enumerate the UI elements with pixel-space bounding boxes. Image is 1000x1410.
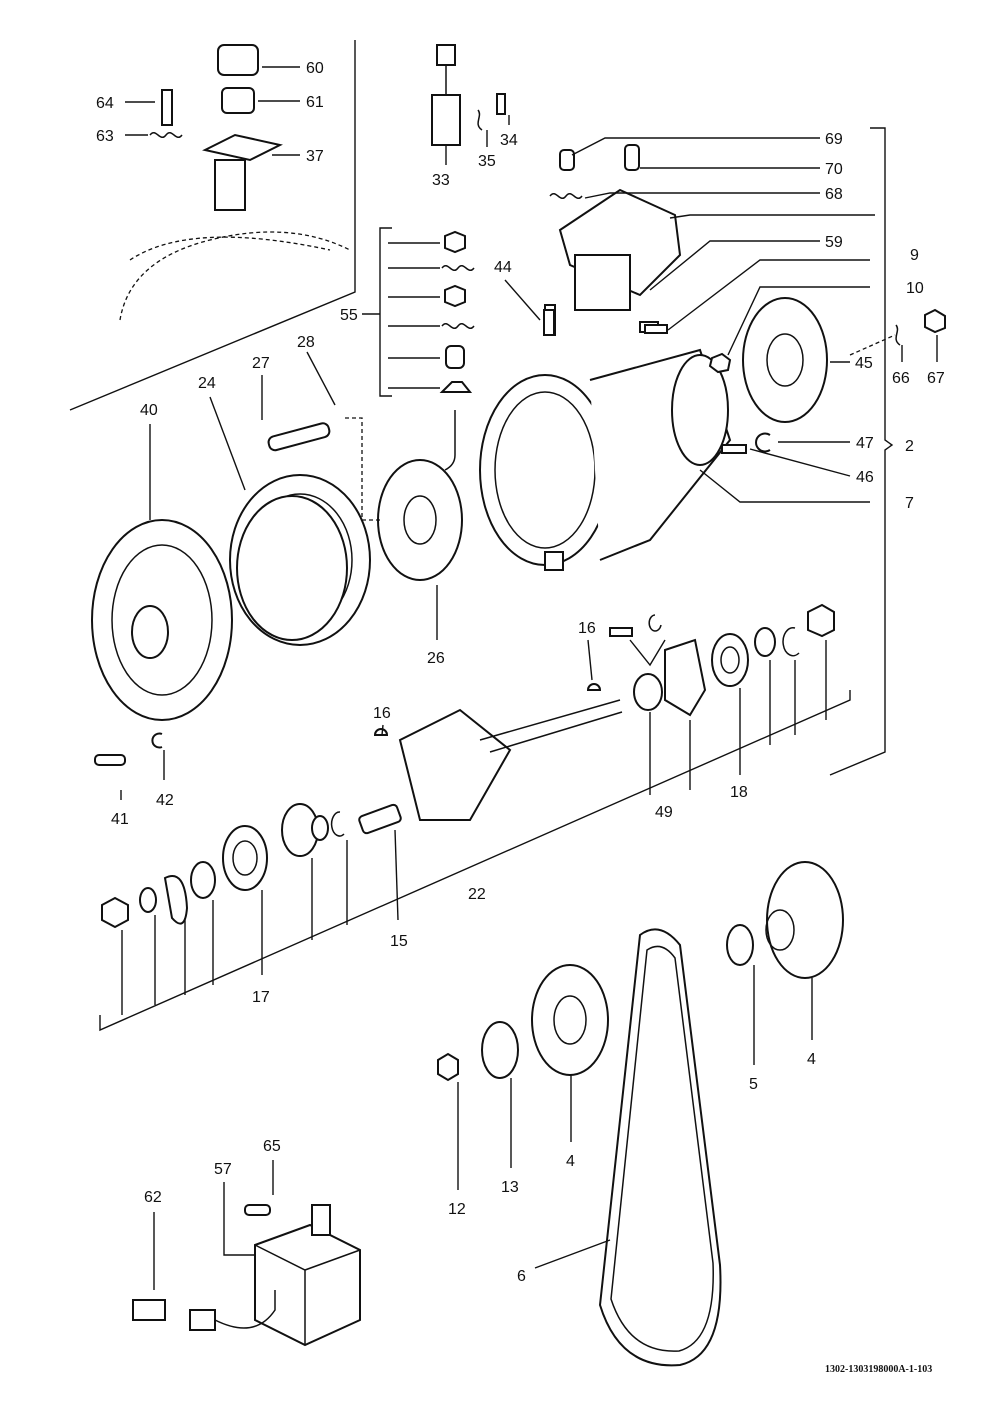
- callout-64: 64: [96, 95, 114, 112]
- callout-15: 15: [390, 933, 408, 950]
- callout-16-upper: 16: [578, 620, 596, 637]
- callout-12: 12: [448, 1201, 466, 1218]
- diode-plate-26: [377, 410, 463, 581]
- diagram-code: 1302-1303198000A-1-103: [825, 1364, 932, 1375]
- callout-67: 67: [927, 370, 945, 387]
- callout-49: 49: [655, 804, 673, 821]
- callout-44: 44: [494, 259, 512, 276]
- callout-4-right: 4: [807, 1051, 816, 1068]
- voltage-regulator-57: [132, 1204, 361, 1347]
- callout-68: 68: [825, 186, 843, 203]
- leader-lines: [120, 66, 938, 1290]
- callout-26: 26: [427, 650, 445, 667]
- callout-65: 65: [263, 1138, 281, 1155]
- alternator-housing-7: [479, 348, 732, 571]
- callout-46: 46: [856, 469, 874, 486]
- callout-70: 70: [825, 161, 843, 178]
- callout-37: 37: [306, 148, 324, 165]
- callout-4-center: 4: [566, 1153, 575, 1170]
- brush-holder-cover-68: [544, 144, 682, 336]
- callout-55: 55: [340, 307, 358, 324]
- callout-63: 63: [96, 128, 114, 145]
- callout-18: 18: [730, 784, 748, 801]
- callout-34: 34: [500, 132, 518, 149]
- end-plate-45: [543, 297, 946, 454]
- callout-13: 13: [501, 1179, 519, 1196]
- callout-69: 69: [825, 131, 843, 148]
- callout-5: 5: [749, 1076, 758, 1093]
- pulley-group: [437, 861, 844, 1082]
- callout-9: 9: [910, 247, 919, 264]
- stator-24: [229, 422, 371, 646]
- callout-22: 22: [468, 886, 486, 903]
- callout-6: 6: [517, 1268, 526, 1285]
- callout-45: 45: [855, 355, 873, 372]
- callout-33: 33: [432, 172, 450, 189]
- end-housing-40: [91, 519, 233, 766]
- bracket-55: [362, 227, 440, 397]
- callout-40: 40: [140, 402, 158, 419]
- callout-57: 57: [214, 1161, 232, 1178]
- v-belt-6: [598, 928, 722, 1367]
- callout-35: 35: [478, 153, 496, 170]
- callout-59: 59: [825, 234, 843, 251]
- rotor-15: [358, 683, 623, 835]
- callout-60: 60: [306, 60, 324, 77]
- bearing-set-17: [101, 803, 345, 929]
- callout-16-lower: 16: [373, 705, 391, 722]
- callout-47: 47: [856, 435, 874, 452]
- callout-61: 61: [306, 94, 324, 111]
- callout-2: 2: [905, 438, 914, 455]
- callout-10: 10: [906, 280, 924, 297]
- callout-62: 62: [144, 1189, 162, 1206]
- plug-connector-33: [431, 44, 506, 146]
- nut-washer-set-55: [439, 230, 475, 393]
- callout-28: 28: [297, 334, 315, 351]
- callout-labels: 60 61 37 64 63 33 35 34 69 70 68 59 9 10…: [96, 60, 945, 1375]
- callout-41: 41: [111, 811, 129, 828]
- callout-42: 42: [156, 792, 174, 809]
- callout-27: 27: [252, 355, 270, 372]
- callout-17: 17: [252, 989, 270, 1006]
- right-bracket: [829, 127, 894, 776]
- callout-24: 24: [198, 375, 216, 392]
- bottom-bracket: [99, 690, 851, 1032]
- switch-assembly-37: [119, 44, 351, 321]
- callout-7: 7: [905, 495, 914, 512]
- section-divider: [69, 40, 356, 411]
- callout-66: 66: [892, 370, 910, 387]
- bearing-set-18: [609, 603, 835, 717]
